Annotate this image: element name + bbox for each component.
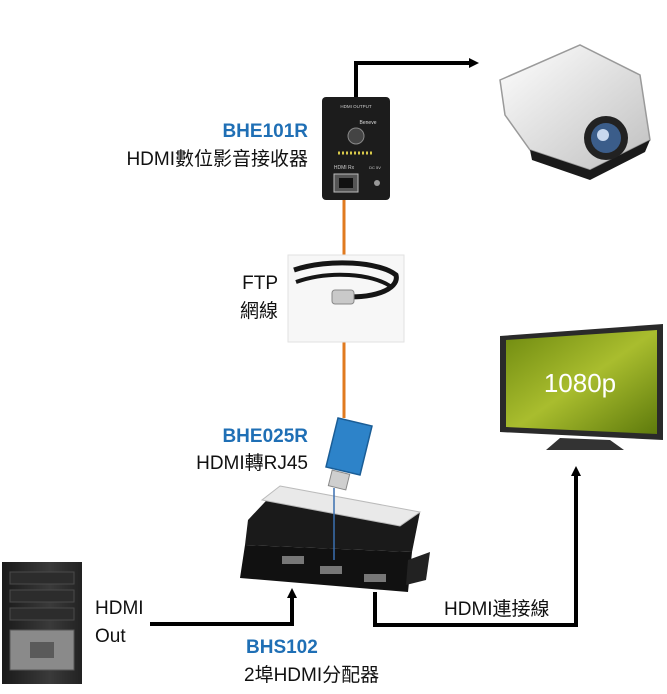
projector-icon — [499, 44, 651, 180]
pc-output-label-1: HDMI — [95, 598, 144, 619]
tv-screen-text: 1080p — [544, 368, 616, 398]
receiver-panel-power: DC 5V — [369, 165, 381, 170]
ftp-cable-photo — [287, 254, 405, 343]
receiver-panel-top: HDMI OUTPUT — [340, 104, 371, 109]
adapter-model-label: BHE025R — [222, 426, 308, 447]
hdmi-rj45-adapter-icon — [325, 417, 373, 491]
splitter-desc-label: 2埠HDMI分配器 — [244, 665, 380, 686]
pc-tower-icon — [2, 562, 82, 684]
receiver-to-projector-arrow — [354, 58, 479, 97]
receiver-device-icon — [322, 97, 390, 200]
ftp-cable-label: 網線 — [239, 301, 278, 322]
splitter-device-icon — [240, 485, 430, 592]
adapter-desc-label: HDMI轉RJ45 — [196, 453, 308, 474]
receiver-desc-label: HDMI數位影音接收器 — [126, 149, 308, 170]
pc-to-splitter-arrow — [150, 588, 297, 626]
tv-monitor-icon — [500, 324, 663, 450]
ftp-label: FTP — [242, 273, 278, 294]
receiver-panel-brand: Beneve — [360, 120, 377, 126]
splitter-to-tv-arrow — [373, 466, 581, 627]
pc-output-label-2: Out — [95, 626, 126, 647]
hdmi-link-label: HDMI連接線 — [444, 599, 550, 620]
receiver-panel-bottom: HDMI Rx — [334, 165, 355, 171]
splitter-model-label: BHS102 — [246, 637, 318, 658]
receiver-model-label: BHE101R — [222, 121, 308, 142]
